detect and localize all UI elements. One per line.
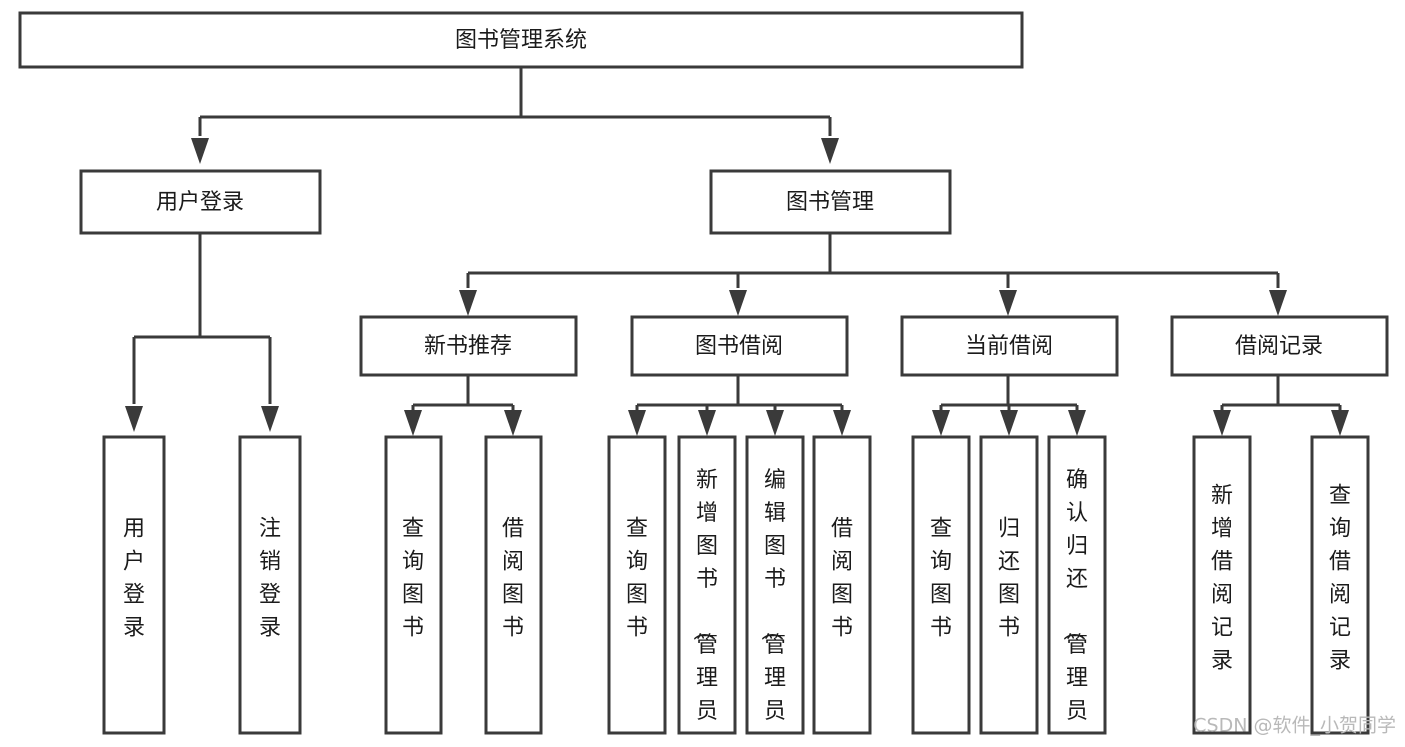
leaf-user-login-box[interactable] [102, 435, 166, 735]
node-user-login-box[interactable] [79, 169, 322, 235]
leaf-return-book-label: 归还图书 [998, 517, 1020, 641]
leaf-borrow-book-1-box[interactable] [484, 435, 543, 735]
leaf-query-record-box[interactable] [1310, 435, 1370, 735]
leaf-add-book[interactable]: 新增图书（管理员） [677, 435, 737, 747]
arrow-bookmanage-to-current [999, 290, 1017, 316]
arrow-bookmanage-to-record [1269, 290, 1287, 316]
arrow-userlogin-leaf-1 [125, 406, 143, 432]
leaf-add-record[interactable]: 新增借阅记录 [1192, 435, 1252, 735]
leaf-add-book-label: 新增图书（管理员） [690, 468, 718, 747]
leaf-borrow-book-1[interactable]: 借阅图书 [484, 435, 543, 735]
node-book-manage-box[interactable] [709, 169, 952, 235]
leaf-query-book-2[interactable]: 查询图书 [607, 435, 667, 735]
leaf-borrow-book-2-box[interactable] [812, 435, 872, 735]
node-user-login-label: 用户登录 [156, 190, 244, 215]
leaf-borrow-book-1-label: 借阅图书 [502, 517, 524, 641]
node-new-book-recommend[interactable]: 新书推荐 [359, 315, 578, 377]
leaf-return-book[interactable]: 归还图书 [979, 435, 1039, 735]
leaf-confirm-return[interactable]: 确认归还（管理员） [1047, 435, 1107, 747]
arrow-currentborrow-leaf-1 [932, 410, 950, 436]
arrow-borrowrecord-leaf-1 [1213, 410, 1231, 436]
node-current-borrow-box[interactable] [900, 315, 1119, 377]
leaf-add-book-box[interactable] [677, 435, 737, 735]
leaf-logout-label: 注销登录 [259, 517, 281, 641]
arrow-bookborrow-leaf-4 [833, 410, 851, 436]
node-root-label: 图书管理系统 [455, 28, 587, 53]
leaf-confirm-return-box[interactable] [1047, 435, 1107, 735]
leaf-query-book-3[interactable]: 查询图书 [911, 435, 971, 735]
arrow-newbook-leaf-1 [404, 410, 422, 436]
node-book-borrow-box[interactable] [630, 315, 849, 377]
leaf-query-book-2-box[interactable] [607, 435, 667, 735]
leaf-query-book-1-label: 查询图书 [402, 517, 424, 641]
leaf-edit-book-label: 编辑图书（管理员） [758, 468, 786, 747]
arrow-borrowrecord-leaf-2 [1331, 410, 1349, 436]
arrow-userlogin-leaf-2 [261, 406, 279, 432]
leaf-query-book-3-label: 查询图书 [930, 517, 952, 641]
leaf-logout[interactable]: 注销登录 [238, 435, 302, 735]
node-new-book-recommend-box[interactable] [359, 315, 578, 377]
node-book-manage-label: 图书管理 [786, 190, 874, 215]
node-book-manage[interactable]: 图书管理 [709, 169, 952, 235]
leaf-borrow-book-2-label: 借阅图书 [831, 517, 853, 641]
node-current-borrow-label: 当前借阅 [965, 334, 1053, 359]
node-new-book-recommend-label: 新书推荐 [424, 334, 512, 359]
arrow-root-to-user-login [191, 138, 209, 164]
arrow-root-to-book-manage [821, 138, 839, 164]
node-borrow-record-box[interactable] [1170, 315, 1389, 377]
leaf-edit-book-box[interactable] [745, 435, 805, 735]
node-root-box[interactable] [18, 11, 1024, 69]
leaf-add-record-box[interactable] [1192, 435, 1252, 735]
node-book-borrow[interactable]: 图书借阅 [630, 315, 849, 377]
node-book-borrow-label: 图书借阅 [695, 334, 783, 359]
leaf-user-login-label: 用户登录 [123, 517, 145, 641]
leaf-add-record-label: 新增借阅记录 [1211, 484, 1233, 674]
arrow-bookborrow-leaf-2 [698, 410, 716, 436]
leaf-user-login[interactable]: 用户登录 [102, 435, 166, 735]
arrow-currentborrow-leaf-2 [1000, 410, 1018, 436]
csdn-watermark: CSDN @软件_小贺同学 [1193, 715, 1396, 737]
node-borrow-record[interactable]: 借阅记录 [1170, 315, 1389, 377]
leaf-logout-box[interactable] [238, 435, 302, 735]
node-current-borrow[interactable]: 当前借阅 [900, 315, 1119, 377]
arrow-bookmanage-to-new-book [459, 290, 477, 316]
connector-layer [125, 67, 1349, 436]
leaf-edit-book[interactable]: 编辑图书（管理员） [745, 435, 805, 747]
leaf-confirm-return-label: 确认归还（管理员） [1060, 468, 1088, 747]
arrow-bookborrow-leaf-3 [766, 410, 784, 436]
leaf-query-record[interactable]: 查询借阅记录 [1310, 435, 1370, 735]
arrow-bookmanage-to-borrow [729, 290, 747, 316]
node-borrow-record-label: 借阅记录 [1235, 334, 1323, 359]
leaf-query-book-1-box[interactable] [384, 435, 443, 735]
arrow-newbook-leaf-2 [504, 410, 522, 436]
leaf-return-book-box[interactable] [979, 435, 1039, 735]
leaf-borrow-book-2[interactable]: 借阅图书 [812, 435, 872, 735]
leaf-query-book-2-label: 查询图书 [626, 517, 648, 641]
leaf-query-record-label: 查询借阅记录 [1329, 484, 1351, 674]
node-user-login[interactable]: 用户登录 [79, 169, 322, 235]
node-root[interactable]: 图书管理系统 [18, 11, 1024, 69]
arrow-bookborrow-leaf-1 [628, 410, 646, 436]
arrow-currentborrow-leaf-3 [1068, 410, 1086, 436]
leaf-query-book-1[interactable]: 查询图书 [384, 435, 443, 735]
leaf-query-book-3-box[interactable] [911, 435, 971, 735]
